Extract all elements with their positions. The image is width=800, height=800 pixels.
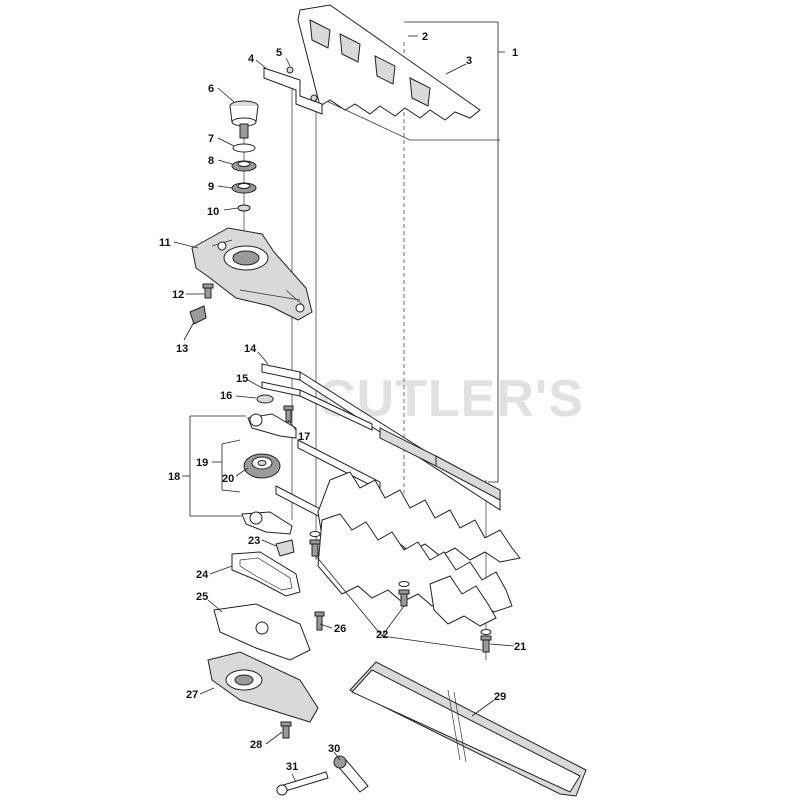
callout-20: 20 [222, 473, 234, 485]
callout-1: 1 [512, 47, 518, 59]
callout-19: 19 [196, 457, 208, 469]
callout-15: 15 [236, 373, 248, 385]
screw-part-26 [314, 611, 325, 631]
gear-part-20 [243, 453, 281, 479]
callout-4: 4 [248, 53, 255, 65]
callout-16: 16 [220, 390, 232, 402]
callout-24: 24 [196, 569, 209, 581]
callout-14: 14 [244, 343, 257, 355]
callout-21: 21 [514, 641, 526, 653]
callout-6: 6 [208, 83, 214, 95]
callout-3: 3 [466, 55, 472, 67]
callout-31: 31 [286, 761, 298, 773]
washer-part-16 [256, 394, 274, 404]
callout-22: 22 [376, 629, 388, 641]
crank-arm-part-18 [241, 413, 297, 535]
callout-30: 30 [328, 743, 340, 755]
gear-assembly-bracket-part-19 [189, 415, 246, 517]
blade-sheath-part-29 [349, 661, 587, 797]
bearing-part-9 [231, 182, 257, 194]
gasket-part-24 [231, 551, 301, 597]
callout-11: 11 [159, 237, 171, 249]
callout-2: 2 [422, 31, 428, 43]
callout-8: 8 [208, 155, 214, 167]
upper-blade-part-3 [297, 4, 481, 121]
callout-5: 5 [276, 47, 282, 59]
screw-part-12 [202, 283, 214, 299]
plate-part-15 [261, 381, 373, 431]
bracket-plate-part-4 [263, 66, 323, 115]
callout-10: 10 [207, 206, 219, 218]
callout-17: 17 [298, 431, 310, 443]
callout-26: 26 [334, 623, 346, 635]
screw-part-17 [283, 405, 294, 423]
leader-lines [173, 21, 515, 783]
toothed-blade-lower [317, 513, 513, 627]
callout-25: 25 [196, 591, 208, 603]
callout-27: 27 [186, 689, 198, 701]
callout-9: 9 [208, 181, 214, 193]
plug-part-13 [189, 305, 207, 325]
lower-case-part-27 [207, 651, 319, 723]
clip-part-23 [275, 539, 295, 557]
circlip-part-7 [232, 143, 256, 153]
screw-part-28 [280, 721, 292, 739]
callout-28: 28 [250, 739, 262, 751]
gear-cup-part-6 [229, 100, 259, 139]
callout-12: 12 [172, 289, 184, 301]
callout-labels: 1 2 3 4 5 6 7 8 9 10 11 12 13 14 15 16 1… [159, 31, 526, 773]
bearing-part-8 [231, 160, 257, 172]
callout-29: 29 [494, 691, 506, 703]
washer-part-10 [237, 204, 251, 212]
callout-7: 7 [208, 133, 214, 145]
gear-case-part-11 [191, 227, 313, 321]
wrench-part-31 [276, 771, 329, 796]
callout-23: 23 [248, 535, 260, 547]
spanner-part-30 [333, 755, 369, 793]
callout-18: 18 [168, 471, 180, 483]
cover-plate-part-25 [213, 603, 311, 661]
callout-13: 13 [176, 343, 188, 355]
